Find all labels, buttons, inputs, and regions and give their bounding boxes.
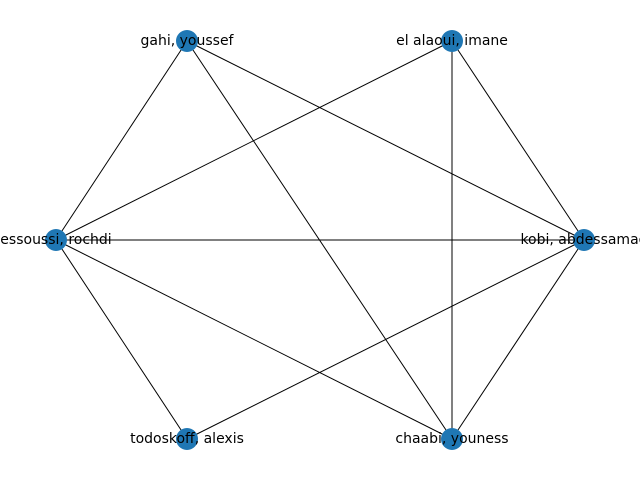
edge-gahi-essoussi	[55, 40, 188, 241]
node-label-elalaoui: el alaoui, imane	[396, 33, 508, 49]
node-label-todoskoff: todoskoff, alexis	[130, 431, 244, 447]
node-elalaoui	[441, 30, 463, 52]
edge-essoussi-chaabi	[55, 239, 453, 440]
labels-layer: gahi, youssef el alaoui, imane essoussi, r…	[0, 33, 640, 447]
edge-kobi-todoskoff	[186, 239, 585, 440]
edge-kobi-chaabi	[451, 239, 585, 440]
node-label-kobi: kobi, abdessamad	[520, 232, 640, 248]
node-essoussi	[45, 229, 67, 251]
edge-essoussi-todoskoff	[55, 239, 188, 440]
nodes-layer	[45, 30, 595, 450]
edge-gahi-kobi	[186, 40, 585, 241]
edges-layer	[55, 40, 585, 440]
node-label-essoussi: essoussi, rochdi	[0, 232, 111, 248]
edge-elalaoui-kobi	[451, 40, 585, 241]
node-label-chaabi: chaabi, youness	[395, 431, 508, 447]
node-chaabi	[441, 428, 463, 450]
node-todoskoff	[176, 428, 198, 450]
node-label-gahi: gahi, youssef	[141, 33, 235, 49]
edge-elalaoui-essoussi	[55, 40, 453, 241]
node-gahi	[176, 30, 198, 52]
node-kobi	[573, 229, 595, 251]
